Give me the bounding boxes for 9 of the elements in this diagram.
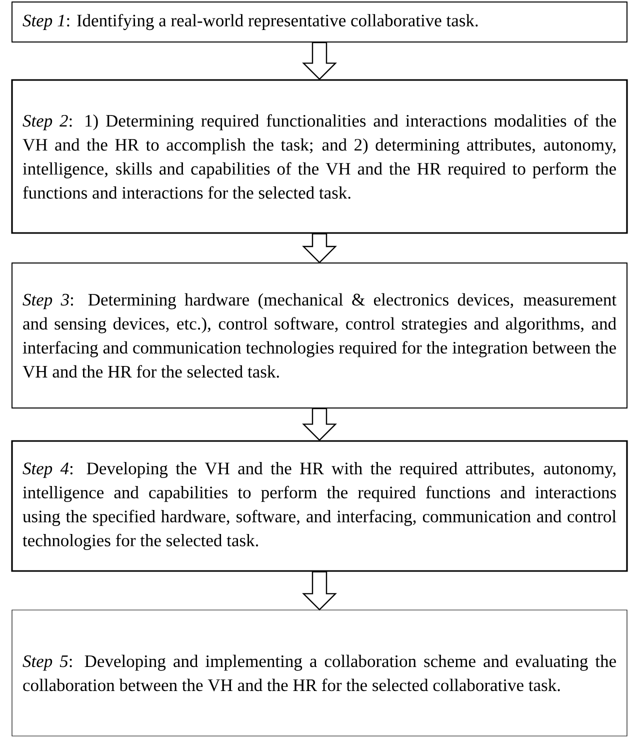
step-box: Step 5: Developing and implementing a collaboration scheme and evaluating the collaboration between the VH and the HR for the selected collaborative task. xyxy=(12,610,628,736)
step-box: Step 4: Developing the VH and the HR with the required attributes, autonomy, intelligence and capabilities to perform the required functions and interactions using the specified hardware, software, and interfacing, communication and control technologies for the selected task. xyxy=(11,440,628,572)
hollow-arrow xyxy=(302,233,337,264)
step-box: Step 2: 1) Determining required functionalities and interactions modalities of the VH and the HR to accomplish the task; and 2) determining attributes, autonomy, intelligence, skills and capabilities of the VH and the HR required to perform the functions and interactions for the selected task. xyxy=(11,79,628,234)
hollow-arrow xyxy=(302,42,337,80)
step-box: Step 1: Identifying a real-world representative collaborative task. xyxy=(12,2,628,42)
hollow-arrow xyxy=(302,408,337,442)
step-box: Step 3: Determining hardware (mechanical & electronics devices, measurement and sensing devices, etc.), control software, control strategies and algorithms, and interfacing and communication technologies required for the integration between the VH and the HR for the selected task. xyxy=(12,262,628,408)
hollow-arrow xyxy=(302,571,337,611)
